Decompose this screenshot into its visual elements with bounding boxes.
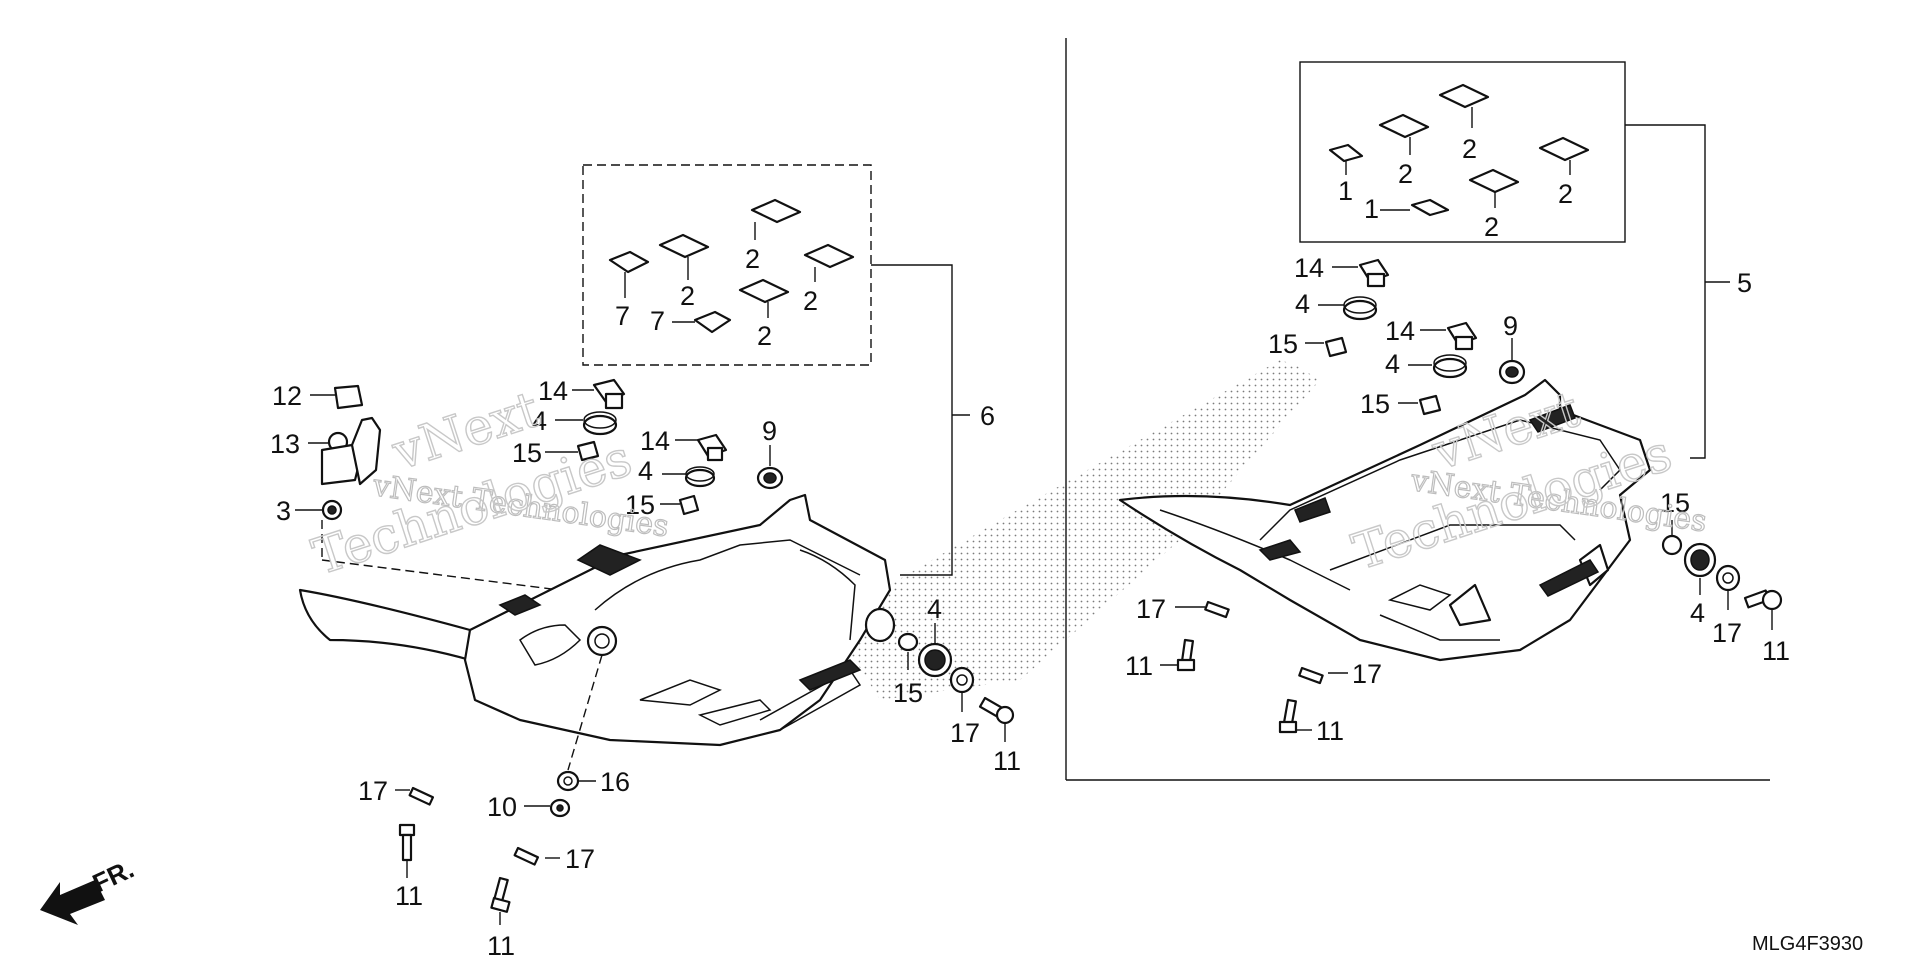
right-kit-box [1299, 61, 1626, 243]
right-skid-plate [1118, 378, 1652, 662]
callout-1a: 1 [1338, 176, 1353, 206]
callout-15e: 15 [1360, 389, 1390, 419]
callout-14b: 14 [640, 426, 670, 456]
left-bolt-pair-2 [490, 846, 540, 913]
callout-2h: 2 [1484, 212, 1499, 242]
callout-17a: 17 [950, 718, 980, 748]
callout-7a: 7 [615, 301, 630, 331]
callout-17c: 17 [565, 844, 595, 874]
callout-5: 5 [1737, 268, 1752, 298]
callout-17b: 17 [358, 776, 388, 806]
callout-3: 3 [276, 496, 291, 526]
callout-11f: 11 [1316, 716, 1344, 746]
left-kit-box [582, 164, 872, 366]
callout-14d: 14 [1385, 316, 1415, 346]
callout-7b: 7 [650, 306, 665, 336]
callout-2b: 2 [745, 244, 760, 274]
callout-15f: 15 [1660, 488, 1690, 518]
callout-14a: 14 [538, 376, 568, 406]
callout-1b: 1 [1364, 194, 1379, 224]
callout-17f: 17 [1352, 659, 1382, 689]
callout-11d: 11 [1762, 636, 1790, 666]
callout-9: 9 [762, 416, 777, 446]
right-hardware-stack-1 [1324, 258, 1390, 358]
callout-11c: 11 [487, 931, 515, 960]
callout-15c: 15 [893, 678, 923, 708]
right-hardware-stack-2 [1418, 321, 1478, 416]
callout-6: 6 [980, 401, 995, 431]
left-kit-pads [608, 198, 855, 334]
callout-12: 12 [272, 381, 302, 411]
callout-2f: 2 [1462, 134, 1477, 164]
callout-17d: 17 [1712, 618, 1742, 648]
left-washer-16-nut-10 [549, 770, 580, 818]
callout-2e: 2 [1398, 159, 1413, 189]
callout-17e: 17 [1136, 594, 1166, 624]
diagram-code: MLG4F3930 [1752, 933, 1863, 955]
callout-4b: 4 [638, 456, 653, 486]
callout-4d: 4 [1295, 289, 1310, 319]
callout-11b: 11 [395, 881, 423, 911]
halftone-band [830, 360, 1320, 700]
left-bolt-pair-1 [398, 786, 435, 862]
callout-14c: 14 [1294, 253, 1324, 283]
callout-9b: 9 [1503, 311, 1518, 341]
left-rear-hardware [897, 632, 1015, 725]
left-skid-plate [298, 493, 896, 747]
right-kit-pads [1328, 83, 1590, 217]
callout-2c: 2 [803, 286, 818, 316]
left-grommet-9 [756, 466, 784, 490]
callout-15d: 15 [1268, 329, 1298, 359]
front-direction-arrow-icon: FR. [40, 854, 139, 925]
callout-2g: 2 [1558, 179, 1573, 209]
right-rear-hardware [1661, 534, 1783, 611]
right-grommet-9 [1498, 359, 1526, 385]
bracket-5 [1625, 124, 1706, 459]
left-hardware-stack-2 [678, 433, 728, 516]
right-bolt-pair-2 [1278, 666, 1324, 734]
callout-11a: 11 [993, 746, 1021, 776]
callout-11e: 11 [1125, 651, 1153, 681]
right-bolt-pair-1 [1176, 600, 1230, 672]
callout-16: 16 [600, 767, 630, 797]
callout-4c: 4 [927, 594, 942, 624]
left-hardware-stack-1 [576, 378, 626, 462]
callout-15b: 15 [625, 490, 655, 520]
callout-13: 13 [270, 429, 300, 459]
callout-2a: 2 [680, 281, 695, 311]
callout-4f: 4 [1690, 598, 1705, 628]
callout-4a: 4 [532, 406, 547, 436]
bracket-6 [871, 264, 953, 576]
callout-2d: 2 [757, 321, 772, 351]
callout-15a: 15 [512, 438, 542, 468]
mount-bracket-assembly [320, 384, 382, 521]
callout-4e: 4 [1385, 349, 1400, 379]
callout-10: 10 [487, 792, 517, 822]
